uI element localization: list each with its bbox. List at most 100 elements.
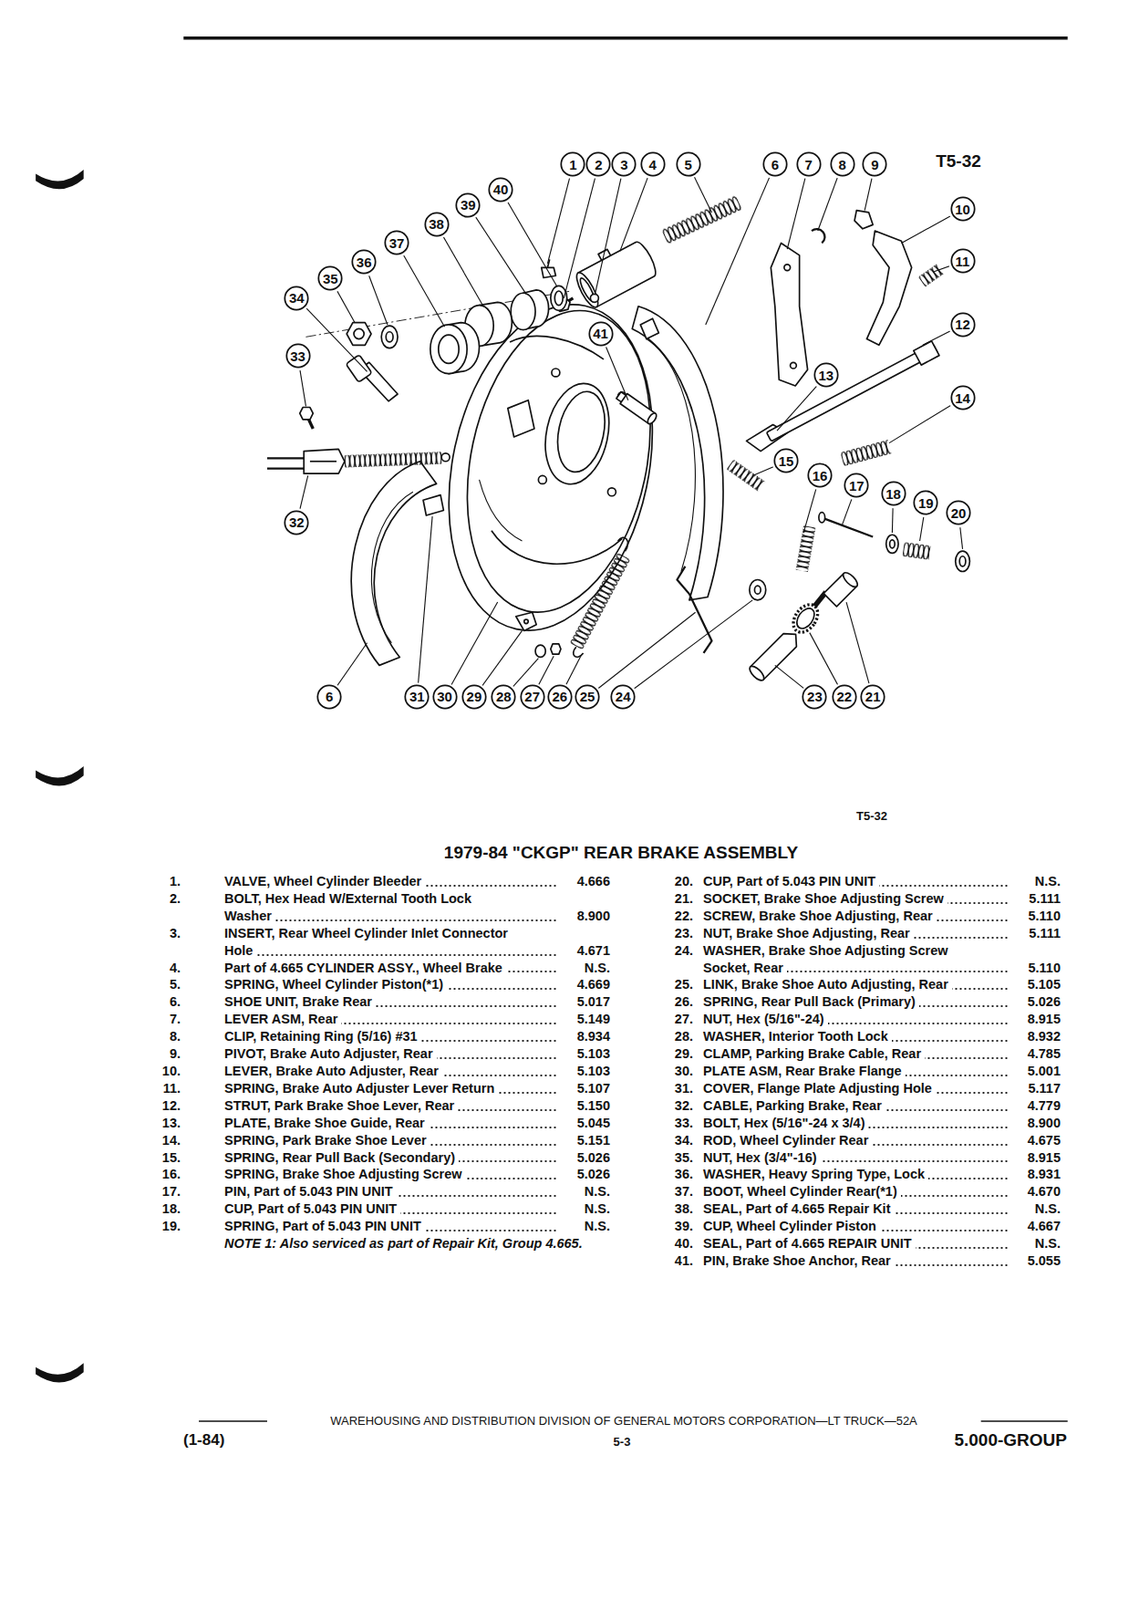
callout-number: 5: [684, 157, 693, 172]
parts-list-row: 40.SEAL, Part of 4.665 REPAIR UNITN.S.: [656, 1234, 1061, 1253]
part-description: ROD, Wheel Cylinder Rear: [703, 1132, 872, 1148]
callout-circle: 4: [640, 151, 666, 177]
callout-number: 4: [648, 157, 656, 172]
item-number: 41.: [656, 1252, 694, 1270]
leader-line: [547, 164, 573, 263]
part-description: NUT, Brake Shoe Adjusting, Rear: [703, 925, 914, 941]
part-description: SPRING, Rear Pull Back (Primary): [703, 994, 920, 1009]
callout-outline: [914, 491, 938, 515]
callout-outline: [774, 449, 798, 473]
backing-plate: [607, 487, 616, 497]
cable-clamp: [516, 611, 537, 631]
item-number: 11.: [155, 1079, 181, 1098]
piston-cup: [510, 292, 536, 330]
backing-plate: [441, 293, 677, 630]
callout-outline: [951, 385, 974, 409]
group-number: 5.110: [1007, 959, 1061, 977]
parts-list-row: 9.PIVOT, Brake Auto Adjuster, Rear5.103: [155, 1045, 611, 1063]
part-description: SPRING, Park Brake Shoe Lever: [224, 1132, 431, 1148]
item-number: 39.: [656, 1217, 694, 1235]
callout-number: 19: [918, 496, 934, 510]
dot-leader: PLATE, Brake Shoe Guide, Rear: [224, 1114, 558, 1132]
dot-leader: Part of 4.665 CYLINDER ASSY., Wheel Brak…: [224, 959, 558, 977]
item-number: 22.: [656, 907, 694, 925]
dot-leader: SEAL, Part of 4.665 Repair Kit: [703, 1200, 1008, 1218]
adjuster-nut: [747, 663, 767, 684]
cylinder-boot: [430, 322, 480, 374]
callout-number: 37: [389, 236, 405, 250]
group-number: 4.669: [557, 975, 611, 994]
socket-washer: [749, 579, 767, 600]
parts-list-row: 27.NUT, Hex (5/16"-24)8.915: [656, 1010, 1061, 1028]
callout-number: 23: [807, 689, 823, 704]
item-number: 24.: [656, 942, 694, 977]
callout-number: 14: [954, 391, 971, 405]
callout-number: 40: [493, 182, 509, 197]
group-number: 5.149: [557, 1010, 611, 1028]
callout-outline: [612, 152, 636, 176]
group-number: 8.934: [557, 1027, 611, 1046]
callout-circle: 18: [880, 480, 907, 507]
parts-list-row: 14.SPRING, Park Brake Shoe Lever5.151: [155, 1131, 611, 1150]
group-number: 8.931: [1007, 1165, 1061, 1183]
callout-outline: [520, 684, 544, 708]
callout-outline: [492, 684, 516, 708]
hold-down-pin: [823, 517, 873, 537]
backing-plate: [536, 377, 618, 490]
callout-circle: 25: [574, 683, 601, 710]
item-number: 15.: [155, 1149, 181, 1167]
figure-number: T5-32: [856, 808, 888, 823]
brake-shoe: [371, 491, 413, 642]
pin-cup: [886, 534, 899, 553]
parts-list-row: 12.STRUT, Park Brake Shoe Lever, Rear5.1…: [155, 1097, 611, 1115]
part-description: PLATE ASM, Rear Brake Flange: [703, 1063, 906, 1078]
backing-plate: [420, 285, 681, 650]
dot-leader: SPRING, Wheel Cylinder Piston(*1): [224, 975, 558, 994]
parking-cable: [267, 466, 306, 469]
item-number: 5.: [155, 975, 181, 994]
callout-number: 9: [870, 157, 879, 172]
park-lever: [784, 264, 791, 271]
callout-number: 26: [552, 689, 569, 704]
callout-circle: 32: [283, 509, 310, 536]
part-description: SEAL, Part of 4.665 Repair Kit: [703, 1201, 894, 1216]
adjuster-socket: [823, 569, 860, 607]
dot-leader: SCREW, Brake Shoe Adjusting, Rear: [703, 907, 1008, 925]
callout-outline: [317, 684, 341, 708]
item-number: 40.: [656, 1234, 694, 1253]
parking-cable: [344, 451, 443, 467]
punch-mark: [35, 169, 84, 1383]
part-description: PIN, Brake Shoe Anchor, Rear: [703, 1252, 895, 1268]
callout-outline: [845, 474, 869, 498]
callout-circle: 7: [796, 151, 822, 177]
parking-cable: [267, 456, 306, 459]
leader-line: [416, 516, 433, 697]
callout-number: 29: [466, 689, 483, 704]
parts-list-row: 8.CLIP, Retaining Ring (5/16) #318.934: [155, 1027, 611, 1046]
group-number: 8.900: [557, 907, 611, 925]
callout-number: 39: [460, 197, 477, 212]
dot-leader: STRUT, Park Brake Shoe Lever, Rear: [224, 1097, 558, 1115]
callout-outline: [611, 684, 635, 708]
group-number: 5.026: [557, 1165, 611, 1183]
part-description: SCREW, Brake Shoe Adjusting, Rear: [703, 908, 937, 923]
group-number: 4.779: [1007, 1097, 1061, 1115]
callout-circle: 12: [950, 311, 976, 338]
parts-list-row: 21.SOCKET, Brake Shoe Adjusting Screw5.1…: [656, 890, 1061, 908]
callout-circle: 1: [559, 151, 586, 177]
parts-list-row: 17.PIN, Part of 5.043 PIN UNITN.S.: [155, 1182, 611, 1201]
callout-circle: 17: [843, 472, 870, 498]
part-description: SPRING, Wheel Cylinder Piston(*1): [224, 976, 447, 992]
callout-number: 28: [496, 689, 512, 704]
dot-leader: SPRING, Part of 5.043 PIN UNIT: [224, 1217, 558, 1235]
callout-circle: 24: [610, 683, 636, 710]
dot-leader: NUT, Hex (3/4"-16): [703, 1149, 1008, 1167]
callout-number: 30: [436, 689, 453, 704]
group-number: N.S.: [1007, 1200, 1061, 1218]
item-number: 25.: [656, 975, 694, 994]
parts-list-row: 30.PLATE ASM, Rear Brake Flange5.001: [656, 1062, 1061, 1080]
callout-number: 15: [778, 454, 795, 468]
part-description: BOOT, Wheel Cylinder Rear(*1): [703, 1183, 901, 1199]
leader-line: [296, 164, 963, 697]
dot-leader: SPRING, Rear Pull Back (Secondary): [224, 1149, 558, 1167]
